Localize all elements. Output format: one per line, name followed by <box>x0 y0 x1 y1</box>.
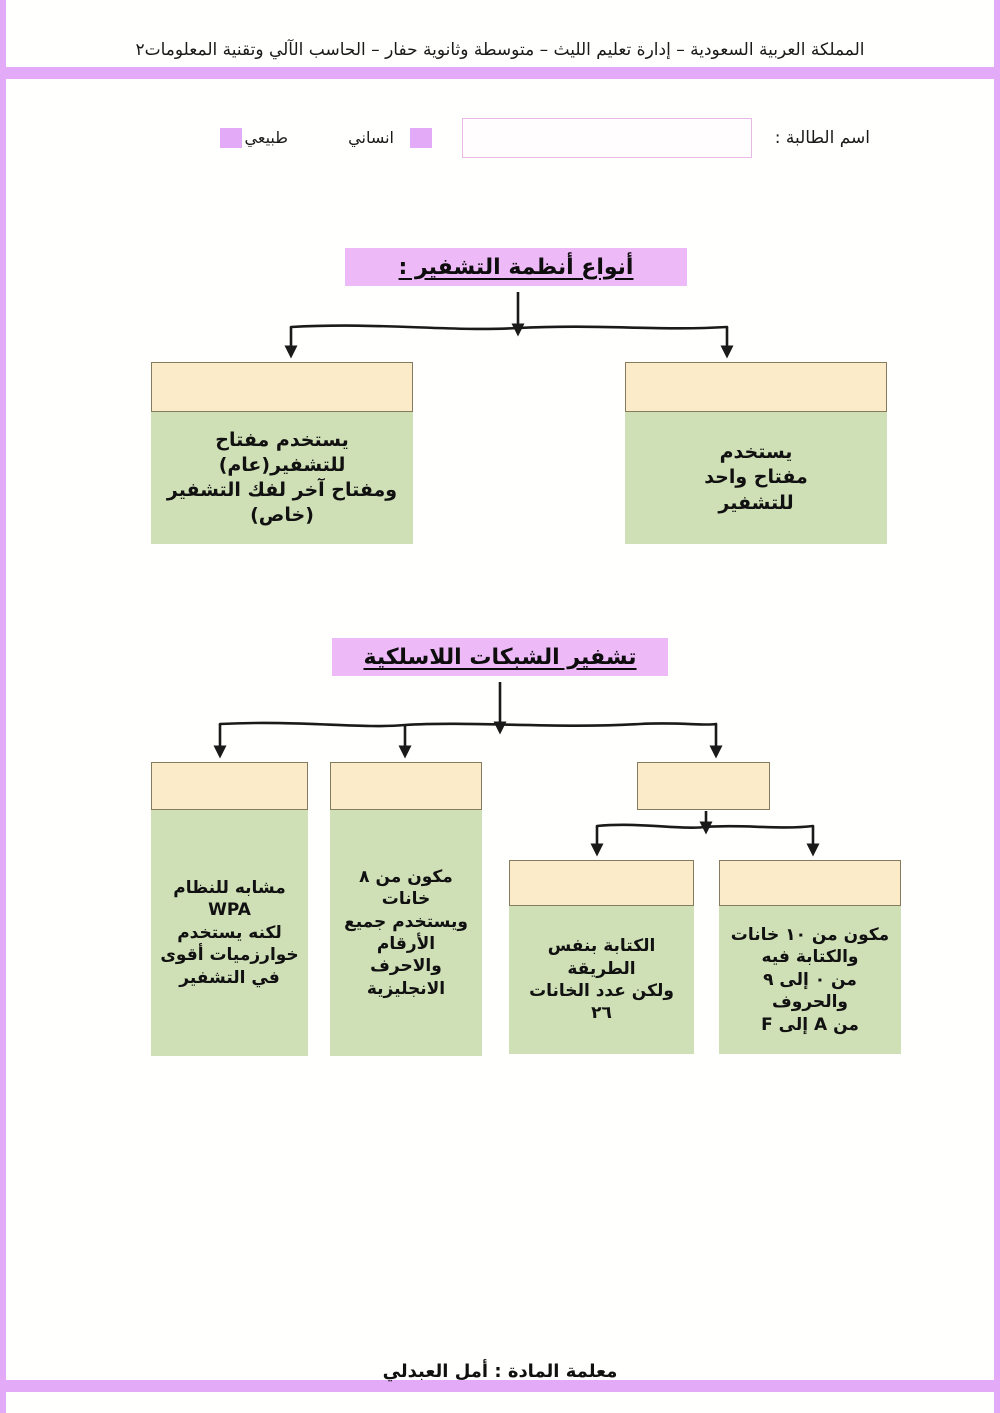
node-symmetric-encryption-body: يستخدم مفتاح واحد للتشفير <box>625 412 887 544</box>
node-asymmetric-encryption-header[interactable] <box>151 362 413 412</box>
node-symmetric-encryption: يستخدم مفتاح واحد للتشفير <box>625 362 887 544</box>
student-info-row: اسم الطالبة : انساني طبيعي <box>0 118 1000 164</box>
node-wpa2: مشابه للنظام WPA لكنه يستخدم خوارزميات أ… <box>151 762 308 1056</box>
diagram-title-encryption-systems-text: أنواع أنظمة التشفير : <box>398 254 634 280</box>
footer-rule <box>0 1380 1000 1392</box>
node-wep-variant-b-header[interactable] <box>719 860 901 906</box>
track-option-humanities-checkbox[interactable] <box>410 128 432 148</box>
page-header-title: المملكة العربية السعودية – إدارة تعليم ا… <box>135 40 865 60</box>
node-wpa2-header[interactable] <box>151 762 308 810</box>
node-wep-variant-b-body: مكون من ١٠ خانات والكتابة فيه من ٠ إلى ٩… <box>719 906 901 1054</box>
track-option-humanities-label: انساني <box>348 128 394 147</box>
node-wep-variant-a: الكتابة بنفس الطريقة ولكن عدد الخانات ٢٦ <box>509 860 694 1054</box>
page-left-border <box>0 0 6 1413</box>
node-wep-variant-a-header[interactable] <box>509 860 694 906</box>
node-wpa2-body: مشابه للنظام WPA لكنه يستخدم خوارزميات أ… <box>151 810 308 1056</box>
page-footer-teacher: معلمة المادة : أمل العبدلي <box>382 1361 618 1382</box>
node-asymmetric-encryption: يستخدم مفتاح للتشفير(عام) ومفتاح آخر لفك… <box>151 362 413 544</box>
node-wep-variant-b: مكون من ١٠ خانات والكتابة فيه من ٠ إلى ٩… <box>719 860 901 1054</box>
diagram-title-wireless-encryption-text: تشفير الشبكات اللاسلكية <box>363 644 637 670</box>
student-name-input[interactable] <box>462 118 752 158</box>
track-option-science-label: طبيعي <box>244 128 288 147</box>
diagram-title-wireless-encryption: تشفير الشبكات اللاسلكية <box>332 638 668 676</box>
node-wep-header[interactable] <box>637 762 770 810</box>
node-wpa-header[interactable] <box>330 762 482 810</box>
header-rule <box>0 67 1000 79</box>
node-symmetric-encryption-header[interactable] <box>625 362 887 412</box>
diagram-title-encryption-systems: أنواع أنظمة التشفير : <box>345 248 687 286</box>
node-asymmetric-encryption-body: يستخدم مفتاح للتشفير(عام) ومفتاح آخر لفك… <box>151 412 413 544</box>
node-wpa: مكون من ٨ خانات ويستخدم جميع الأرقام وال… <box>330 762 482 1056</box>
track-option-science-checkbox[interactable] <box>220 128 242 148</box>
node-wep-variant-a-body: الكتابة بنفس الطريقة ولكن عدد الخانات ٢٦ <box>509 906 694 1054</box>
student-name-label: اسم الطالبة : <box>774 128 870 148</box>
node-wpa-body: مكون من ٨ خانات ويستخدم جميع الأرقام وال… <box>330 810 482 1056</box>
node-wep <box>637 762 770 810</box>
page-right-border <box>994 0 1000 1413</box>
